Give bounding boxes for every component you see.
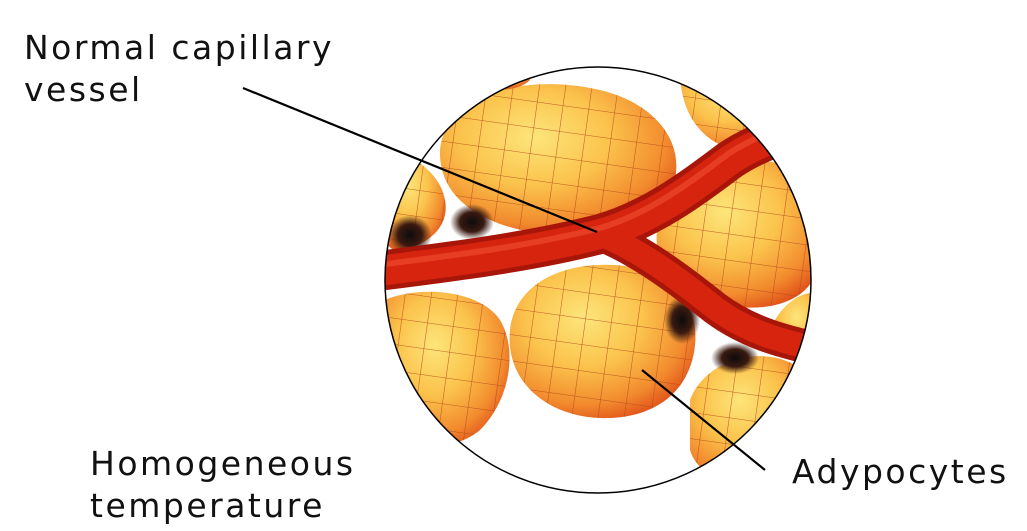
- vessel-label-line1: Normal capillary: [24, 27, 334, 69]
- nucleus: [450, 204, 494, 240]
- vessel-label-line2: vessel: [24, 69, 334, 111]
- temperature-label: Homogeneous temperature: [90, 443, 356, 527]
- adipocytes-label: Adypocytes: [792, 451, 1009, 493]
- vessel-label: Normal capillary vessel: [24, 27, 334, 111]
- temperature-label-line1: Homogeneous: [90, 443, 356, 485]
- magnified-tissue: [370, 60, 830, 500]
- temperature-label-line2: temperature: [90, 485, 356, 527]
